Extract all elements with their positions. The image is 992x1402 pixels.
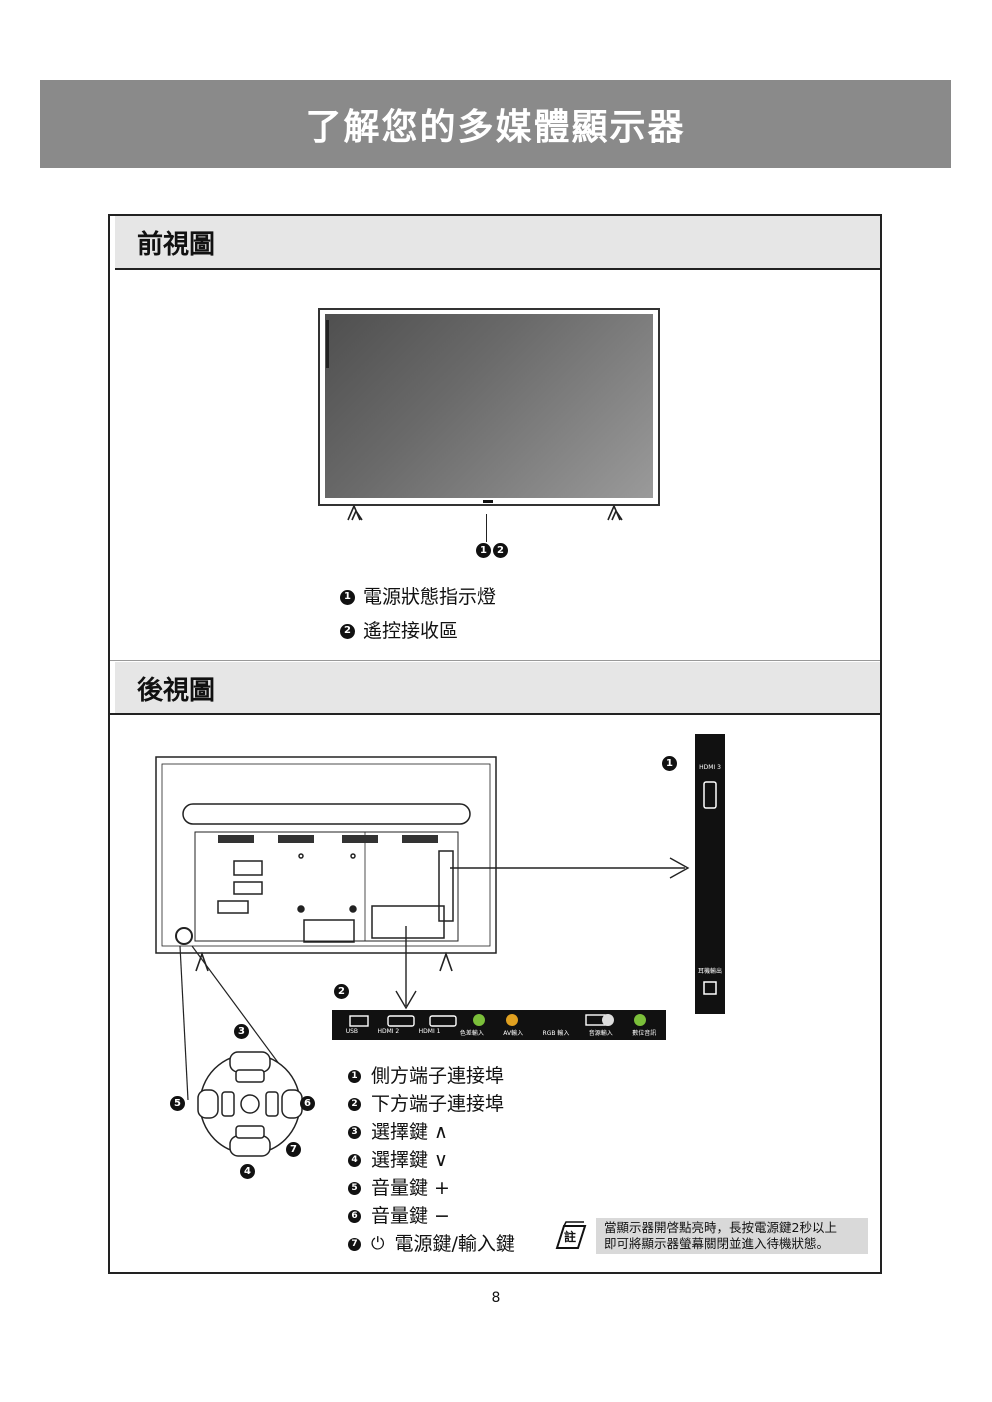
arrow-right — [669, 857, 690, 879]
side-port-label-headphone: 耳機輸出 — [697, 968, 722, 975]
back-legend: 1 側方端子連接埠 2 下方端子連接埠 3 選擇鍵 ∧ 4 選擇鍵 ∨ 5 音量… — [348, 1062, 515, 1258]
legend-item: 7 ⏻ 電源鍵/輸入鍵 — [348, 1230, 515, 1258]
legend-label: 音量鍵 + — [371, 1177, 450, 1199]
legend-label: 側方端子連接埠 — [371, 1065, 505, 1087]
legend-label: 遙控接收區 — [363, 620, 459, 642]
marker-1: 1 — [476, 543, 491, 558]
marker-volume-up: 5 — [170, 1096, 185, 1111]
legend-num: 1 — [340, 589, 355, 605]
front-view-heading: 前視圖 — [115, 216, 880, 270]
legend-item: 6 音量鍵 − — [348, 1202, 515, 1230]
control-knob — [175, 927, 193, 945]
note-line: 即可將顯示器螢幕關閉並進入待機狀態。 — [604, 1236, 830, 1251]
legend-item: 5 音量鍵 + — [348, 1174, 515, 1202]
page-title: 了解您的多媒體顯示器 — [40, 80, 951, 168]
bottom-port-labels: USB HDMI 2 HDMI 1 色差輸入 AV輸入 RGB 輸入 音源輸入 … — [336, 1028, 666, 1037]
port-label: 音源輸入 — [588, 1030, 613, 1037]
back-view-heading: 後視圖 — [115, 662, 880, 714]
legend-num: 4 — [348, 1153, 361, 1167]
legend-num: 5 — [348, 1181, 361, 1195]
note-icon-label: 註 — [564, 1230, 577, 1244]
indicator-light — [483, 500, 493, 503]
port-label: 色差輸入 — [459, 1030, 484, 1037]
tv-screen — [325, 314, 653, 498]
tv-back-outline — [155, 756, 497, 954]
marker-select-up: 3 — [234, 1024, 249, 1039]
legend-item: 1 側方端子連接埠 — [348, 1062, 515, 1090]
note-box: 當顯示器開啓點亮時，長按電源鍵2秒以上 即可將顯示器螢幕關閉並進入待機狀態。 — [596, 1218, 868, 1254]
legend-num: 2 — [340, 623, 355, 639]
arrow-down — [395, 990, 417, 1010]
tv-stand-right — [607, 505, 623, 521]
marker-select-down: 4 — [240, 1164, 255, 1179]
legend-num: 2 — [348, 1097, 361, 1111]
marker-volume-down: 6 — [300, 1096, 315, 1111]
tv-front-illustration — [318, 308, 660, 506]
tv-stand-right — [439, 951, 453, 972]
port-label: AV輸入 — [503, 1030, 524, 1037]
legend-label: 音量鍵 − — [371, 1205, 450, 1227]
legend-label: 電源鍵/輸入鍵 — [394, 1233, 515, 1255]
legend-num: 6 — [348, 1209, 361, 1223]
front-legend: 1 電源狀態指示燈 2 遙控接收區 — [340, 580, 496, 648]
back-view-illustration — [155, 734, 725, 1157]
port-label: HDMI 2 — [377, 1028, 400, 1035]
section-divider — [110, 713, 880, 715]
note-line: 當顯示器開啓點亮時，長按電源鍵2秒以上 — [604, 1220, 837, 1235]
legend-label: 下方端子連接埠 — [371, 1093, 505, 1115]
note-icon — [555, 1221, 587, 1249]
marker-2: 2 — [493, 543, 508, 558]
legend-item: 2 遙控接收區 — [340, 614, 496, 648]
side-port-label-hdmi3: HDMI 3 — [699, 764, 721, 771]
legend-item: 3 選擇鍵 ∧ — [348, 1118, 515, 1146]
section-divider — [110, 660, 880, 661]
legend-item: 1 電源狀態指示燈 — [340, 580, 496, 614]
legend-item: 2 下方端子連接埠 — [348, 1090, 515, 1118]
vent-slots — [218, 835, 438, 843]
port-label: 數位音訊 — [632, 1030, 657, 1037]
legend-label: 選擇鍵 ∨ — [371, 1149, 448, 1171]
port-label: HDMI 1 — [418, 1028, 441, 1035]
power-icon: ⏻ — [371, 1234, 385, 1254]
tv-stand-left — [347, 505, 363, 521]
marker-power: 7 — [286, 1142, 301, 1157]
control-keypad — [197, 1051, 303, 1157]
marker-side-panel: 1 — [662, 756, 677, 771]
content-frame: 前視圖 1 2 1 電源狀態指示燈 2 遙控接收區 後視圖 — [108, 214, 882, 1274]
legend-label: 選擇鍵 ∧ — [371, 1121, 448, 1143]
port-label: RGB 輸入 — [542, 1030, 570, 1037]
legend-item: 4 選擇鍵 ∨ — [348, 1146, 515, 1174]
front-callout-markers: 1 2 — [476, 543, 508, 558]
legend-label: 電源狀態指示燈 — [363, 586, 497, 608]
legend-num: 3 — [348, 1125, 361, 1139]
callout-line — [486, 514, 487, 542]
legend-num: 7 — [348, 1237, 361, 1251]
side-port-panel — [695, 734, 725, 1014]
port-label: USB — [345, 1028, 359, 1035]
marker-bottom-panel: 2 — [334, 984, 349, 999]
page-number: 8 — [491, 1290, 501, 1306]
tv-stand-left — [195, 951, 209, 972]
legend-num: 1 — [348, 1069, 361, 1083]
